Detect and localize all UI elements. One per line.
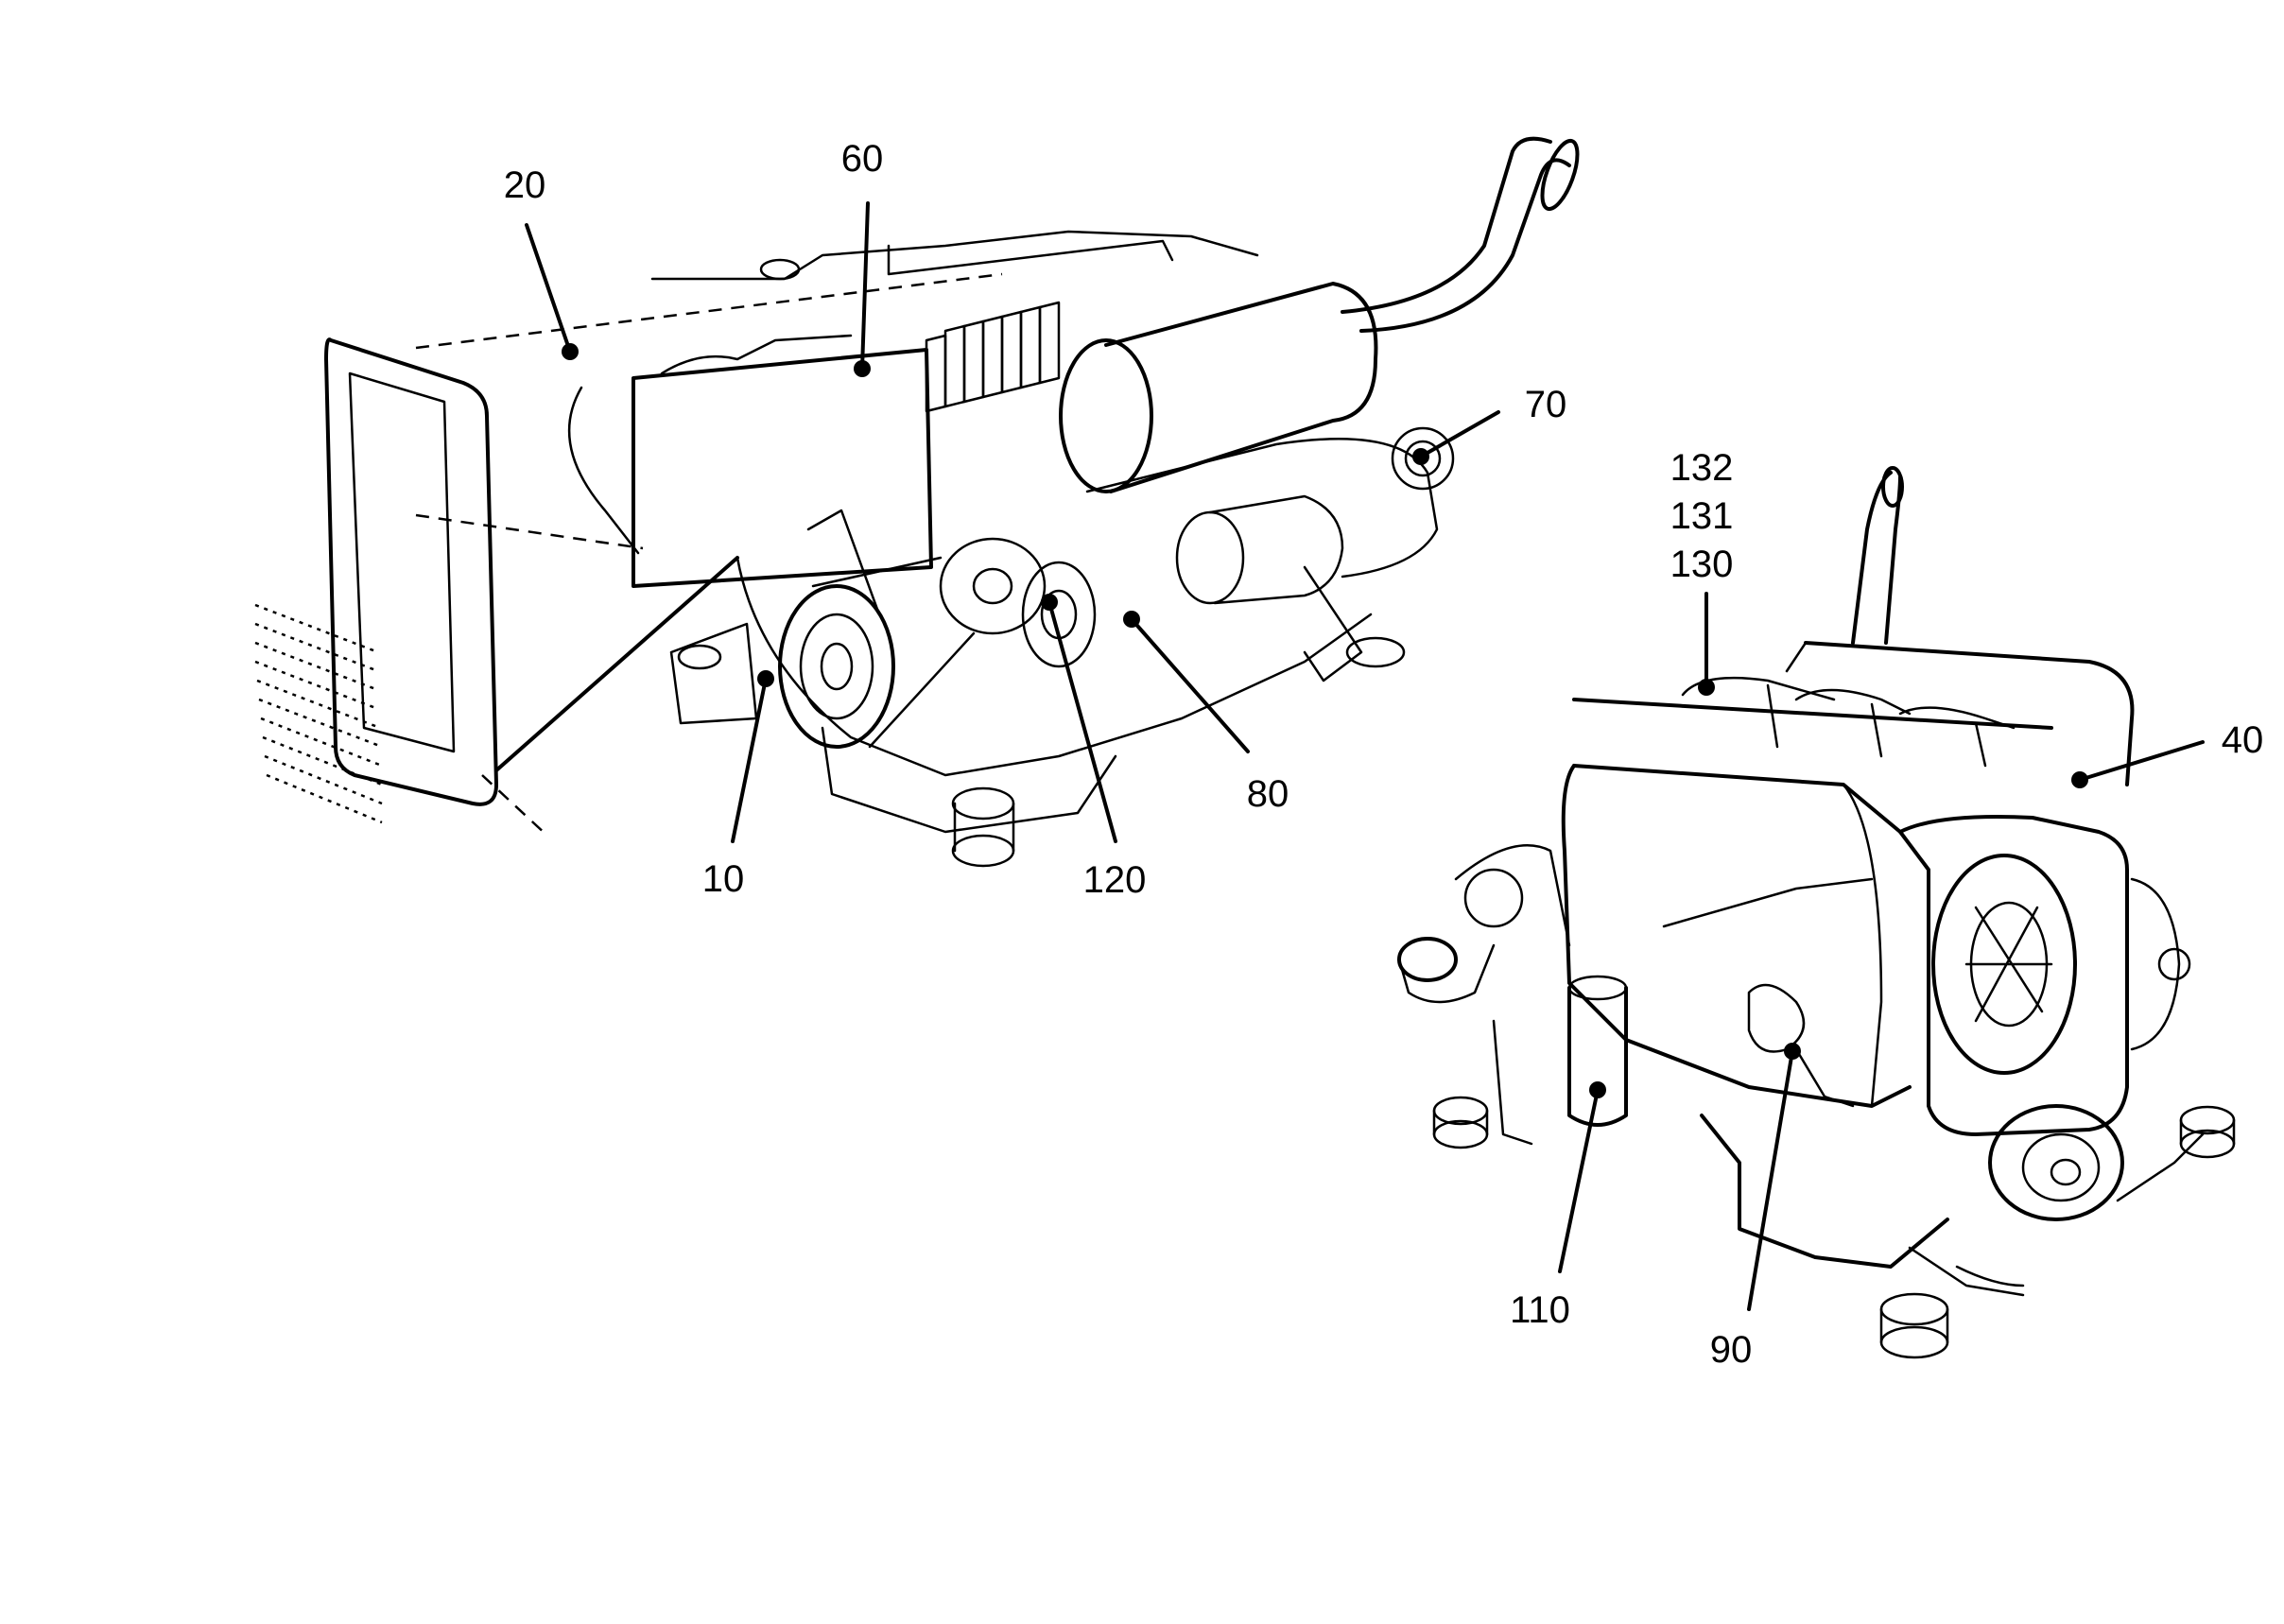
- engine-body-right: [1561, 764, 1912, 1108]
- left-engine-drawing: [254, 136, 1580, 868]
- fan-cowl: [1898, 815, 2129, 1136]
- callout-90: 90: [1710, 1043, 1801, 1371]
- cylinder-fins: [925, 301, 1061, 413]
- right-engine-drawing: [1397, 466, 2236, 1359]
- callouts: 10 20 40 60 70 80 90: [504, 138, 2264, 1371]
- exhaust-pipe: [1341, 136, 1580, 333]
- air-shroud: [567, 334, 933, 588]
- starter-motor: [1175, 494, 1344, 605]
- callout-70: 70: [1412, 384, 1566, 465]
- rocker-covers: [1572, 676, 2053, 768]
- callout-20-label: 20: [504, 164, 546, 206]
- callout-70-label: 70: [1525, 384, 1567, 425]
- callout-60: 60: [841, 138, 884, 377]
- callout-40: 40: [2071, 719, 2263, 788]
- radiator-grille-hatching: [254, 603, 383, 824]
- crank-pulley-right: [1988, 1104, 2124, 1221]
- callout-10: 10: [702, 670, 774, 900]
- alternator-right: [2130, 877, 2191, 1051]
- air-intake: [1397, 844, 1571, 1004]
- callout-130-131-132: 130 131 132: [1670, 447, 1734, 696]
- fan-pulley: [939, 537, 1047, 635]
- callout-80: 80: [1123, 611, 1289, 815]
- callout-110-label: 110: [1510, 1289, 1570, 1331]
- callout-120: 120: [1041, 594, 1146, 901]
- callout-120-label: 120: [1083, 859, 1147, 901]
- callout-80-label: 80: [1247, 773, 1289, 815]
- callout-130-label: 130: [1670, 544, 1734, 585]
- engine-mounts-right: [1432, 1019, 2236, 1359]
- callout-131-label: 131: [1670, 495, 1734, 537]
- callout-132-label: 132: [1670, 447, 1734, 489]
- callout-60-label: 60: [841, 138, 884, 180]
- callout-20: 20: [504, 164, 579, 360]
- callout-90-label: 90: [1710, 1329, 1753, 1371]
- radiator-frame: [324, 337, 498, 806]
- callout-40-label: 40: [2222, 719, 2264, 761]
- muffler: [1059, 282, 1378, 493]
- crank-pulley: [778, 584, 895, 749]
- exhaust-stack: [1851, 466, 1904, 645]
- oil-filter: [1567, 975, 1628, 1127]
- callout-110: 110: [1510, 1081, 1606, 1331]
- callout-10-label: 10: [702, 858, 745, 900]
